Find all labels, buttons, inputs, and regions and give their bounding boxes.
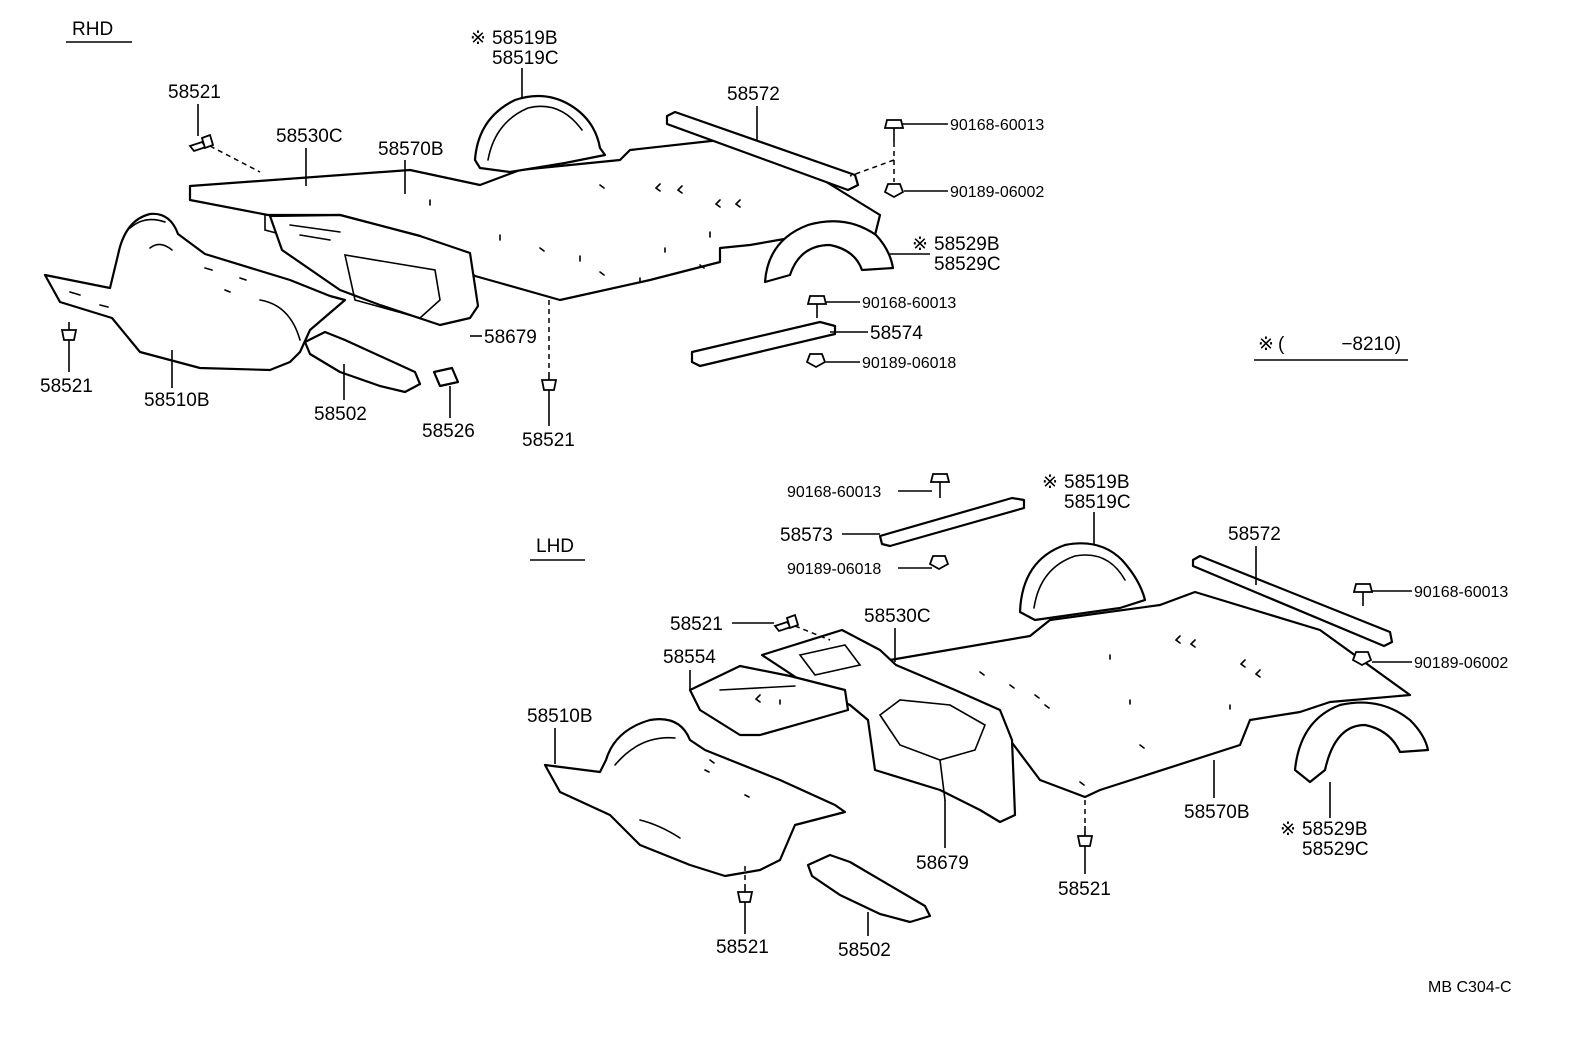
nut-icon xyxy=(1351,651,1373,667)
rhd-label-58526: 58526 xyxy=(422,421,475,442)
lhd-labels: 90168-60013 58573 90189-06018 ※ 58519B 5… xyxy=(527,472,1508,961)
lhd-bar-58573 xyxy=(878,496,1026,548)
lhd-label-58529C: 58529C xyxy=(1302,839,1369,860)
rhd-label-58502: 58502 xyxy=(314,404,367,425)
bolt-icon xyxy=(1352,583,1374,606)
bolt-icon xyxy=(806,295,828,318)
rhd-label-58521-left: 58521 xyxy=(40,376,93,397)
nut-icon xyxy=(883,183,905,199)
lhd-label-58573: 58573 xyxy=(780,525,833,546)
rhd-label-58521-bottom: 58521 xyxy=(522,430,575,451)
rhd-front-wheelhouse xyxy=(473,94,607,174)
lhd-label-58519C: 58519C xyxy=(1064,492,1131,513)
push-clip-icon xyxy=(540,372,558,391)
lhd-duct-58554 xyxy=(688,664,850,737)
rhd-bar-58572 xyxy=(665,110,860,192)
rhd-label-90168-mid: 90168-60013 xyxy=(862,295,956,312)
rhd-label-58530C: 58530C xyxy=(276,126,343,147)
lhd-label-90189-a: 90189-06018 xyxy=(787,561,881,578)
rhd-label-90189-top: 90189-06002 xyxy=(950,184,1044,201)
rhd-label-58519C: 58519C xyxy=(492,48,559,69)
rhd-assembly xyxy=(43,94,905,394)
lhd-label-58572: 58572 xyxy=(1228,524,1281,545)
lhd-tunnel-cover xyxy=(760,628,1017,824)
rhd-label-58572: 58572 xyxy=(727,84,780,105)
lhd-label-58502: 58502 xyxy=(838,940,891,961)
rhd-label-90189-mid: 90189-06018 xyxy=(862,355,956,372)
rhd-label-58521-top: 58521 xyxy=(168,82,221,103)
rhd-label-58510B: 58510B xyxy=(144,390,210,411)
bolt-icon xyxy=(929,473,951,498)
rhd-label-58529C: 58529C xyxy=(934,254,1001,275)
rhd-brace-58502 xyxy=(303,330,422,394)
lhd-label-58521-mid: 58521 xyxy=(1058,879,1111,900)
rhd-bar-58574 xyxy=(690,320,837,368)
lhd-label-58529B: 58529B xyxy=(1302,819,1368,840)
nut-icon xyxy=(928,555,950,571)
section-rhd-title: RHD xyxy=(72,19,113,40)
note-mark-icon: ※ xyxy=(1280,819,1296,840)
lhd-label-58554: 58554 xyxy=(663,647,716,668)
lhd-rear-wheelhouse xyxy=(1293,701,1430,784)
push-clip-icon xyxy=(188,133,215,153)
push-clip-icon xyxy=(736,884,754,903)
note-mark-icon: ※ xyxy=(1042,472,1058,493)
rhd-pad-58526 xyxy=(432,366,460,388)
lhd-label-58510B: 58510B xyxy=(527,706,593,727)
rhd-rear-wheelhouse xyxy=(763,220,895,284)
rhd-labels: ※ 58519B 58519C 58521 58530C 58570B 5857… xyxy=(40,28,1044,451)
rhd-label-58679: 58679 xyxy=(484,327,537,348)
bolt-icon xyxy=(883,119,905,142)
lhd-assembly xyxy=(543,473,1430,924)
lhd-label-58570B: 58570B xyxy=(1184,802,1250,823)
nut-icon xyxy=(805,353,827,369)
lhd-label-90189-b: 90189-06002 xyxy=(1414,655,1508,672)
section-lhd-title: LHD xyxy=(536,536,574,557)
push-clip-icon xyxy=(773,613,800,633)
rhd-label-58519B: 58519B xyxy=(492,28,558,49)
lhd-label-58521-top: 58521 xyxy=(670,614,723,635)
lhd-label-90168-a: 90168-60013 xyxy=(787,484,881,501)
lhd-label-58679: 58679 xyxy=(916,853,969,874)
rhd-front-floor xyxy=(43,212,347,372)
rhd-label-58570B: 58570B xyxy=(378,139,444,160)
lhd-label-58521-bottom: 58521 xyxy=(716,937,769,958)
push-clip-icon xyxy=(1076,826,1094,847)
lhd-label-58519B: 58519B xyxy=(1064,472,1130,493)
note-mark-icon: ※ xyxy=(470,28,486,49)
rhd-tunnel-cover xyxy=(268,213,480,327)
rhd-label-58574: 58574 xyxy=(870,323,923,344)
note-text: ( −8210) xyxy=(1278,334,1401,355)
rhd-label-58529B: 58529B xyxy=(934,234,1000,255)
rhd-label-90168-top: 90168-60013 xyxy=(950,117,1044,134)
lhd-label-58530C: 58530C xyxy=(864,606,931,627)
lhd-brace-58502 xyxy=(806,853,932,924)
lhd-front-floor xyxy=(543,718,847,878)
note-mark-icon: ※ xyxy=(912,234,928,255)
note-mark-icon: ※ xyxy=(1258,334,1274,355)
lhd-label-90168-b: 90168-60013 xyxy=(1414,584,1508,601)
lhd-front-wheelhouse xyxy=(1018,542,1147,622)
push-clip-icon xyxy=(60,322,78,341)
footer-code: MB C304-C xyxy=(1428,979,1512,996)
lhd-bar-58572 xyxy=(1191,554,1394,648)
